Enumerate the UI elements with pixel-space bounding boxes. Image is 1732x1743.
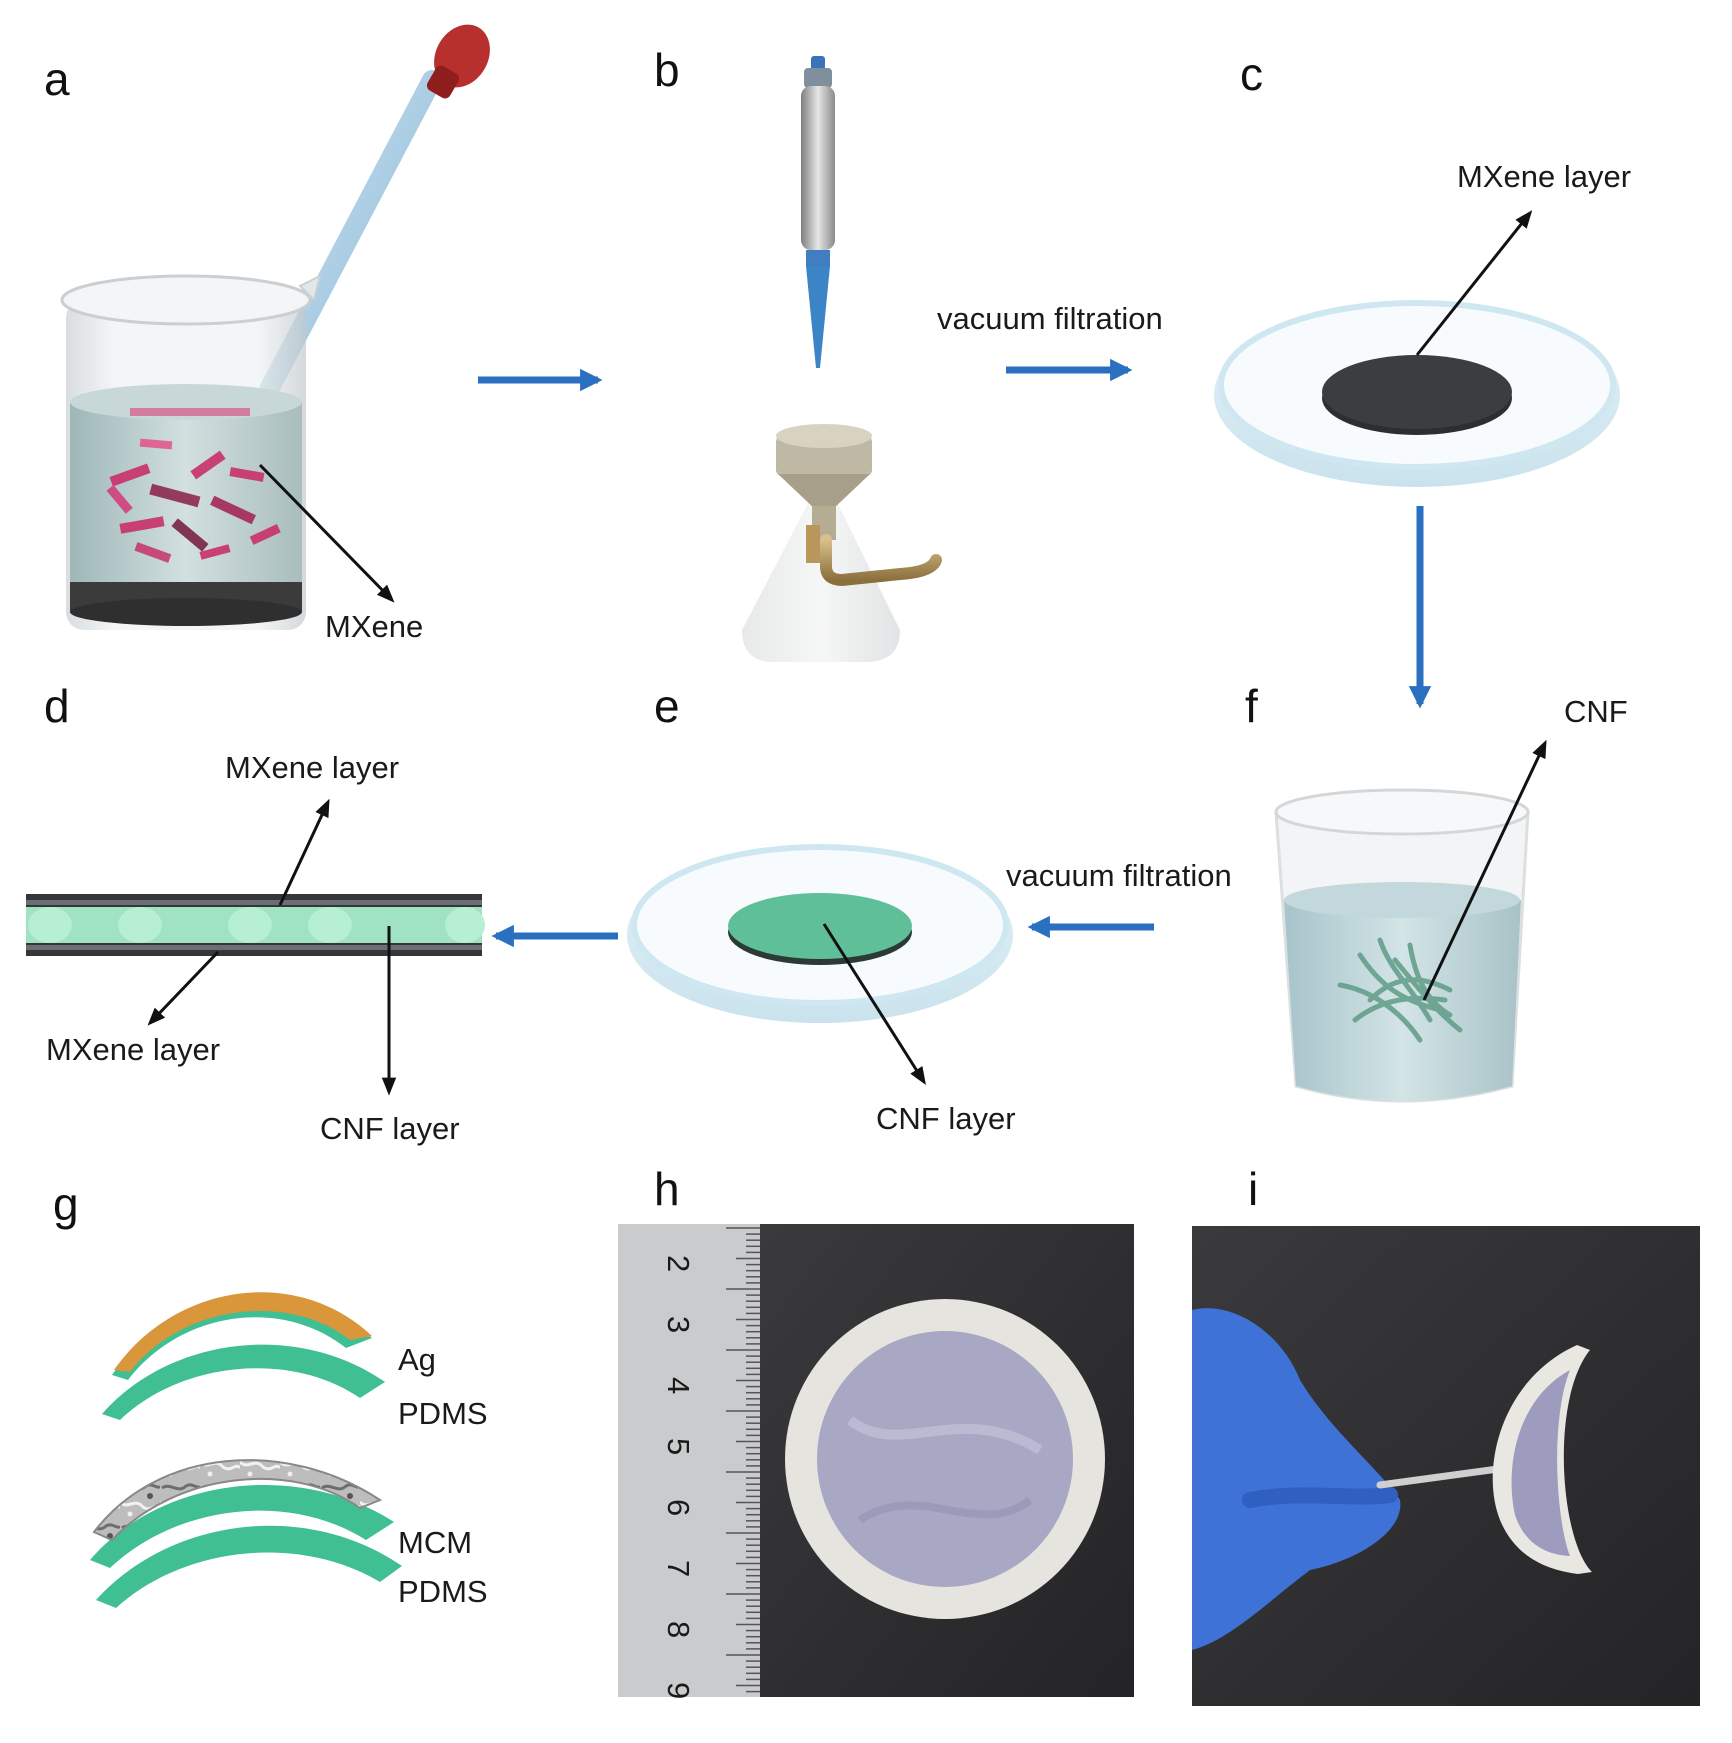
- arrow-to-cnf-layer-e: [822, 923, 926, 1086]
- panel-letter-d: d: [44, 680, 70, 732]
- panel-letter-f: f: [1245, 680, 1258, 732]
- panel-letter-h: h: [654, 1163, 680, 1215]
- vacuum-filtration-funnel: [742, 424, 942, 662]
- micropipette: [801, 56, 835, 368]
- arrow-to-mxene-layer-bottom: [147, 950, 220, 1026]
- layered-membrane-cross-section: [26, 894, 485, 956]
- label-mxene: MXene: [325, 609, 423, 644]
- panel-b: b: [654, 44, 942, 662]
- panel-letter-i: i: [1248, 1163, 1258, 1215]
- label-mcm: MCM: [398, 1525, 472, 1560]
- arrow-to-mxene: [258, 463, 395, 603]
- cnf-disk: [728, 893, 912, 959]
- label-mxene-layer-top: MXene layer: [225, 750, 399, 785]
- gloved-hand: [1192, 1308, 1401, 1650]
- beaker-mxene: [60, 274, 322, 630]
- membrane-disk: [817, 1331, 1073, 1587]
- ruler-number: 5: [661, 1438, 696, 1455]
- ruler-ticks: [726, 1227, 760, 1693]
- panel-d: d MXene layer MXene layer CNF layer: [26, 680, 485, 1146]
- mxene-flakes: [106, 408, 281, 563]
- panel-letter-g: g: [53, 1178, 79, 1230]
- panel-g: g Ag PDMS MCM PDMS: [53, 1178, 488, 1609]
- label-vacuum-filtration-1: vacuum filtration: [937, 301, 1163, 336]
- label-vacuum-filtration-2: vacuum filtration: [1006, 858, 1232, 893]
- arrow-to-mxene-layer-top: [278, 798, 330, 906]
- ruler-number: 4: [661, 1377, 696, 1394]
- beaker-cnf: [1274, 788, 1530, 1103]
- label-pdms-2: PDMS: [398, 1574, 488, 1609]
- label-pdms-1: PDMS: [398, 1396, 488, 1431]
- mcm-pdms-stack: [90, 1459, 402, 1608]
- ruler-number: 7: [661, 1560, 696, 1577]
- label-mxene-layer-c: MXene layer: [1457, 159, 1631, 194]
- label-ag: Ag: [398, 1342, 436, 1377]
- mxene-disk: [1322, 355, 1512, 429]
- panel-e: e CNF layer: [627, 680, 1016, 1136]
- panel-f: f CNF: [1245, 680, 1628, 1103]
- ruler-number: 9: [661, 1682, 696, 1699]
- petri-dish-e: [627, 844, 1013, 1023]
- panel-c: c MXene layer: [1214, 48, 1631, 487]
- panel-i: i: [1192, 1163, 1700, 1706]
- curved-membrane-disk: [1511, 1370, 1570, 1556]
- panel-letter-e: e: [654, 680, 680, 732]
- label-cnf-layer-e: CNF layer: [876, 1101, 1016, 1136]
- ruler-number: 3: [661, 1316, 696, 1333]
- cnf-fibers: [1337, 937, 1463, 1043]
- ag-pdms-stack: [102, 1292, 385, 1420]
- panel-letter-c: c: [1240, 48, 1263, 100]
- arrow-to-cnf: [1422, 739, 1547, 1001]
- panel-a: a: [44, 24, 490, 644]
- label-mxene-layer-bottom: MXene layer: [46, 1032, 220, 1067]
- arrow-to-mxene-layer-c: [1415, 210, 1533, 356]
- ruler: [618, 1224, 760, 1697]
- label-cnf: CNF: [1564, 694, 1628, 729]
- panel-letter-b: b: [654, 44, 680, 96]
- panel-letter-a: a: [44, 53, 70, 105]
- label-cnf-layer-d: CNF layer: [320, 1111, 460, 1146]
- ruler-number: 8: [661, 1621, 696, 1638]
- petri-dish-c: [1214, 300, 1620, 487]
- ruler-number: 6: [661, 1499, 696, 1516]
- photo-membrane-with-ruler: 2 3 4 5 6 7 8 9: [618, 1224, 1134, 1699]
- ruler-numbers: 2 3 4 5 6 7 8 9: [661, 1255, 696, 1699]
- ruler-number: 2: [661, 1255, 696, 1272]
- panel-h: h 2 3 4 5 6 7 8 9: [618, 1163, 1134, 1699]
- photo-flexible-membrane: [1192, 1226, 1700, 1706]
